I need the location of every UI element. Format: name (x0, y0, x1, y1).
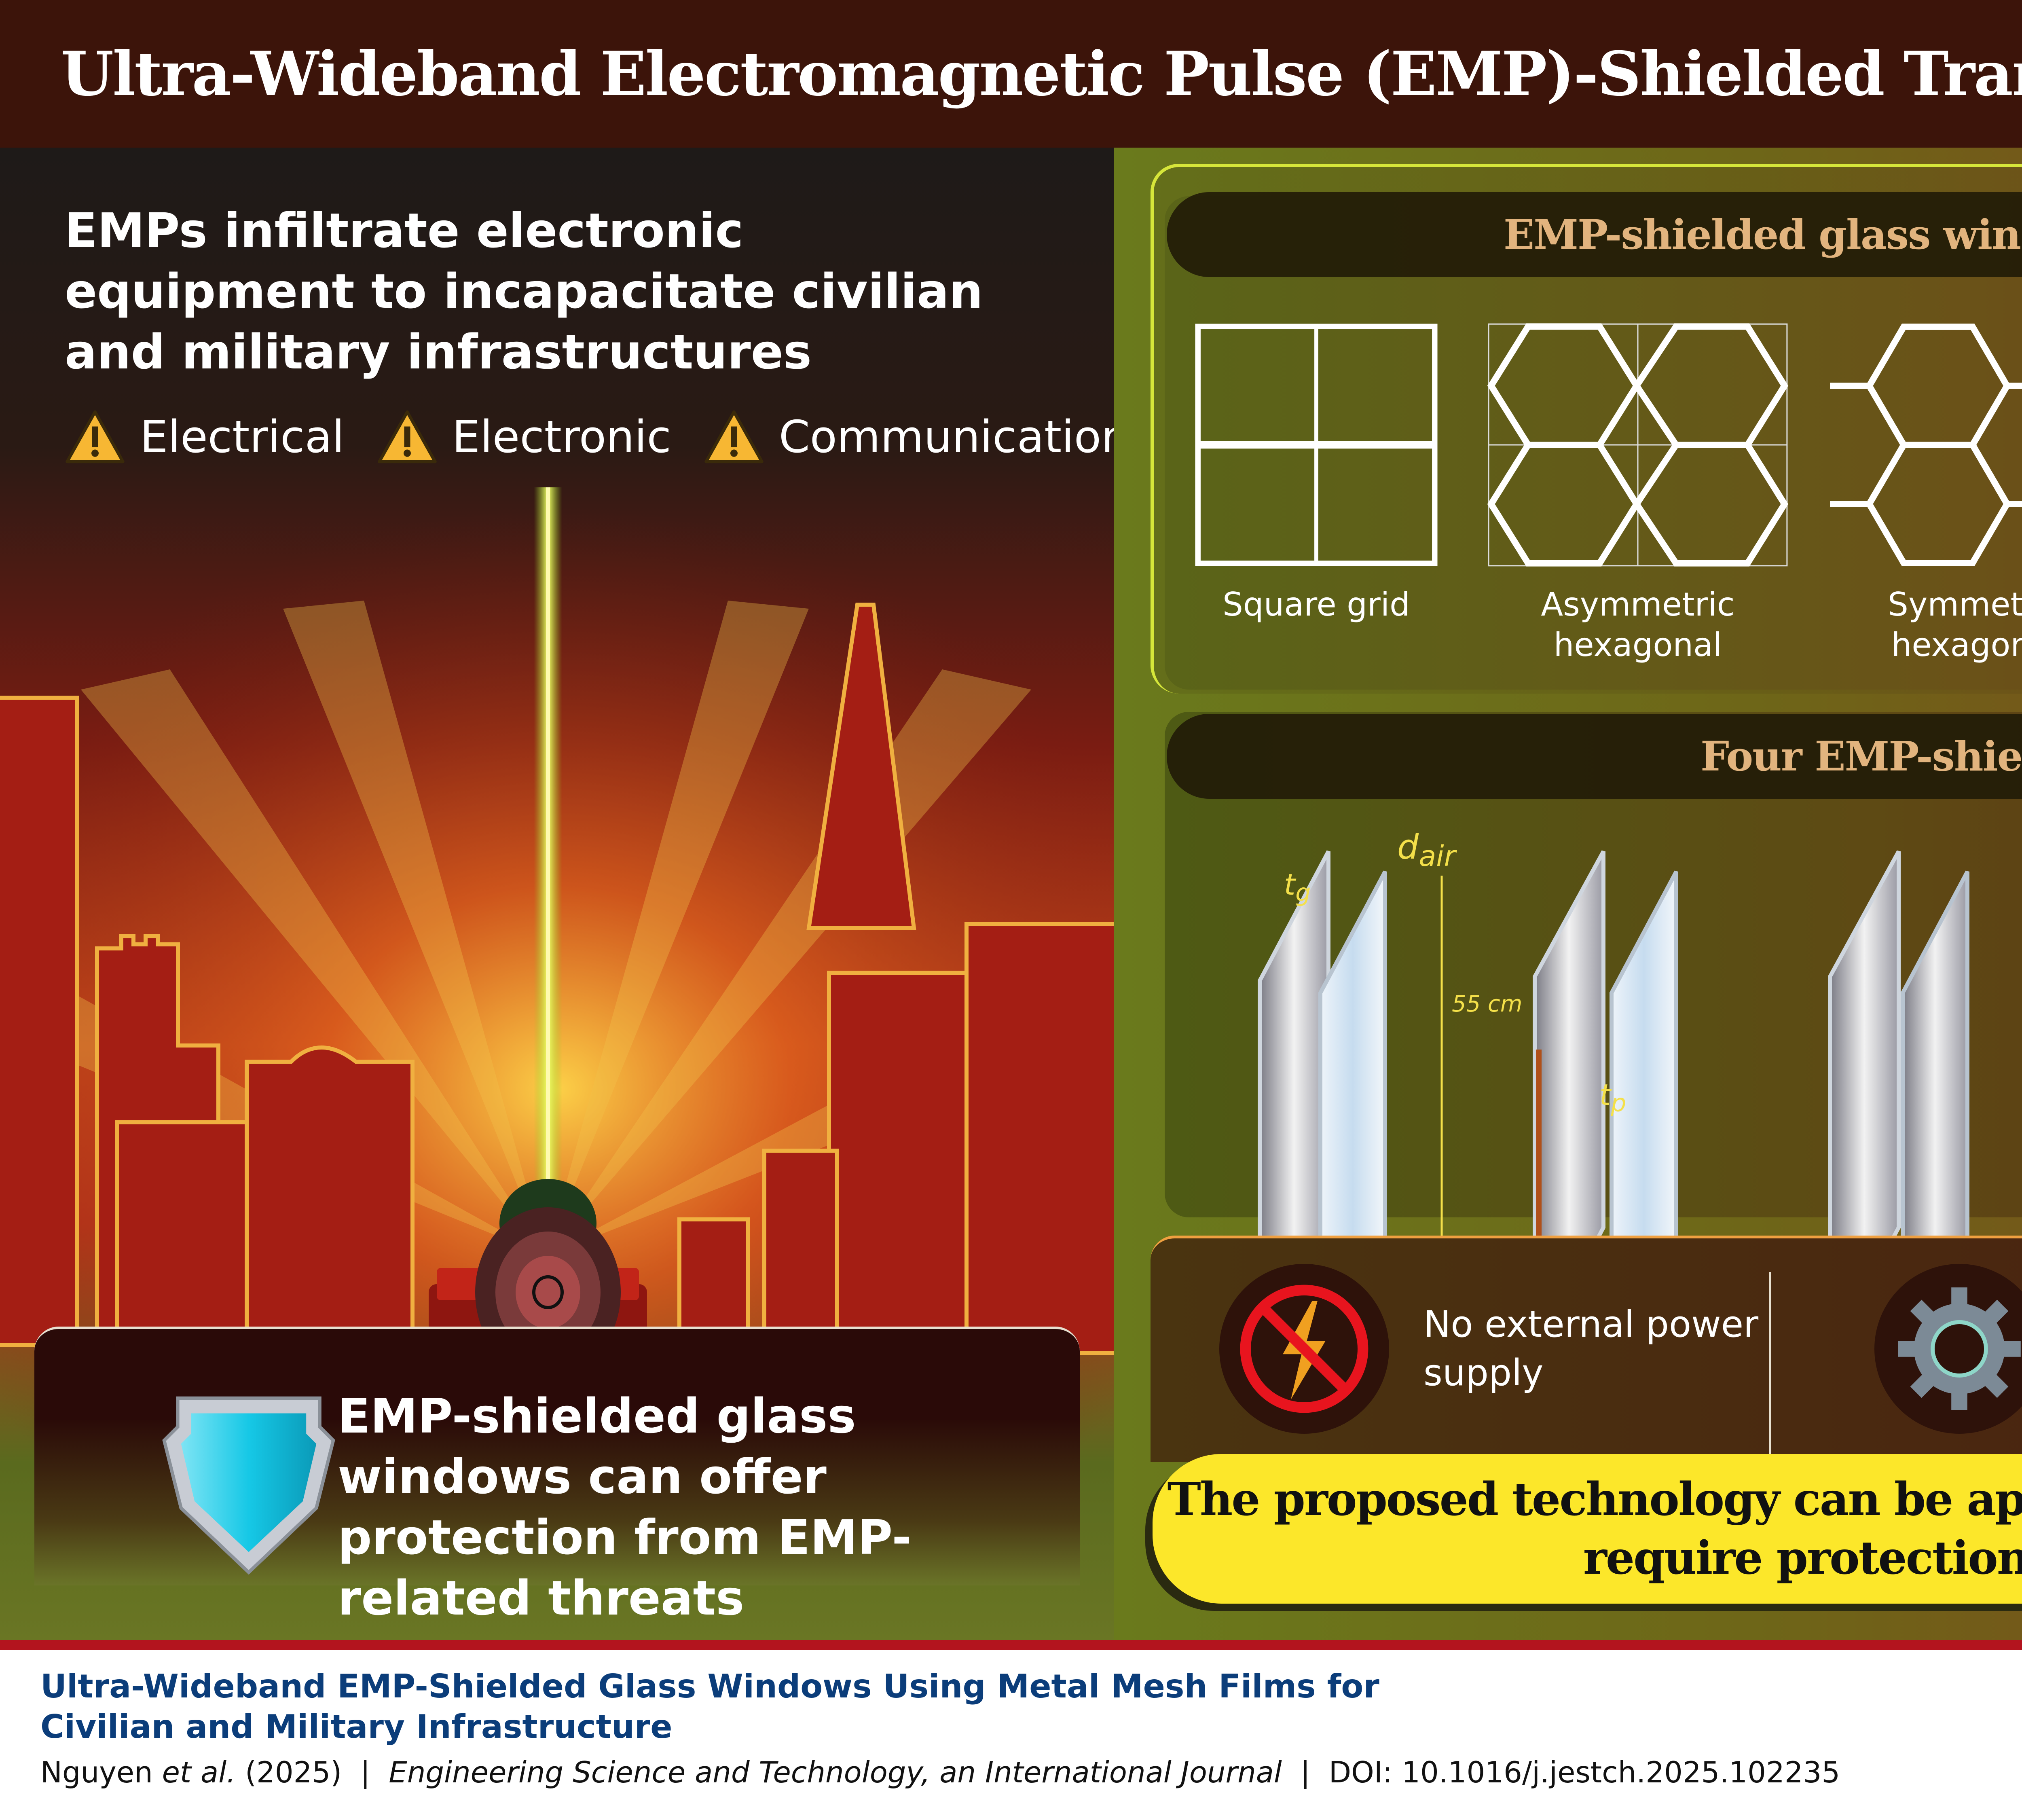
separator: | (360, 1755, 370, 1789)
pattern-label: Symmetric hexagonal (1888, 586, 2022, 664)
asymmetric-hexagonal-pattern-icon (1487, 323, 1789, 567)
conclusion-text: The proposed technology can be applied t… (1167, 1473, 2022, 1585)
warning-icon (66, 410, 125, 463)
journal: Engineering Science and Technology, an I… (389, 1755, 1282, 1789)
authors: Nguyen (40, 1755, 153, 1789)
feature-label: No external power supply (1423, 1303, 1759, 1394)
gear-icon (1898, 1287, 2021, 1410)
protection-callout: EMP-shielded glass windows can offer pro… (34, 1327, 1080, 1626)
threat-tag-electronic: Electronic (377, 408, 671, 465)
glass-thickness-label: tg (1284, 868, 1311, 907)
feature-divider (1769, 1272, 1771, 1454)
separator: | (1300, 1755, 1310, 1789)
right-panel: EMP-shielded glass windows using metal m… (1114, 148, 2022, 1642)
config-section-header: Four EMP-shielding window configurations (1167, 714, 2022, 799)
title-bar: Ultra-Wideband Electromagnetic Pulse (EM… (0, 0, 2022, 148)
citation: Nguyen et al. (2025) | Engineering Scien… (40, 1755, 1840, 1789)
config-1 (1258, 850, 1387, 1349)
feature-no-power: No external power supply (1219, 1264, 1868, 1434)
threat-tag-label: Electrical (140, 411, 345, 463)
footer-accent-bar (0, 1640, 2022, 1650)
symmetric-hexagonal-pattern-icon (1830, 324, 2022, 566)
warning-icon (704, 410, 764, 463)
window-configurations-illustration (1258, 850, 1969, 1349)
doi-link[interactable]: DOI: 10.1016/j.jestch.2025.102235 (1328, 1755, 1840, 1789)
emp-city-illustration (0, 487, 1114, 1458)
mmf-section-title: EMP-shielded glass windows using metal m… (1504, 211, 2022, 258)
feature-simple-components: Simple active components (1874, 1264, 2022, 1434)
threat-tag-label: Communications (778, 411, 1114, 463)
mmf-section-header: EMP-shielded glass windows using metal m… (1167, 192, 2022, 277)
threat-tag-electrical: Electrical (65, 408, 345, 465)
threat-tags: Electrical Electronic Communications (65, 408, 1114, 465)
pet-thickness-label: tp (1599, 1078, 1626, 1117)
height-dimension: 55 cm (1452, 991, 1523, 1017)
warning-icon (377, 410, 437, 463)
threat-tag-label: Electronic (452, 411, 671, 463)
paper-title: Ultra-Wideband EMP-Shielded Glass Window… (40, 1668, 1379, 1746)
footer: Ultra-Wideband EMP-Shielded Glass Window… (0, 1650, 2022, 1820)
emp-threat-intro: EMPs infiltrate electronic equipment to … (65, 203, 983, 380)
year: (2025) (245, 1755, 342, 1789)
pattern-label: Square grid (1223, 586, 1410, 623)
no-power-icon (1240, 1285, 1368, 1413)
config-2 (1533, 850, 1678, 1349)
threat-tag-communications: Communications (704, 408, 1114, 465)
callout-text: EMP-shielded glass windows can offer pro… (338, 1388, 912, 1626)
et-al: et al. (162, 1755, 236, 1789)
left-panel: EMPs infiltrate electronic equipment to … (0, 148, 1114, 1642)
page-title: Ultra-Wideband Electromagnetic Pulse (EM… (61, 38, 2022, 110)
pattern-label: Asymmetric hexagonal (1541, 586, 1735, 664)
config-3 (1828, 850, 1969, 1349)
air-gap-label: dair (1397, 827, 1456, 873)
shield-icon (162, 1396, 335, 1575)
config-section-title: Four EMP-shielding window configurations (1700, 732, 2022, 780)
conclusion-banner: The proposed technology can be applied t… (1153, 1454, 2022, 1604)
square-grid-pattern-icon (1195, 324, 1438, 566)
